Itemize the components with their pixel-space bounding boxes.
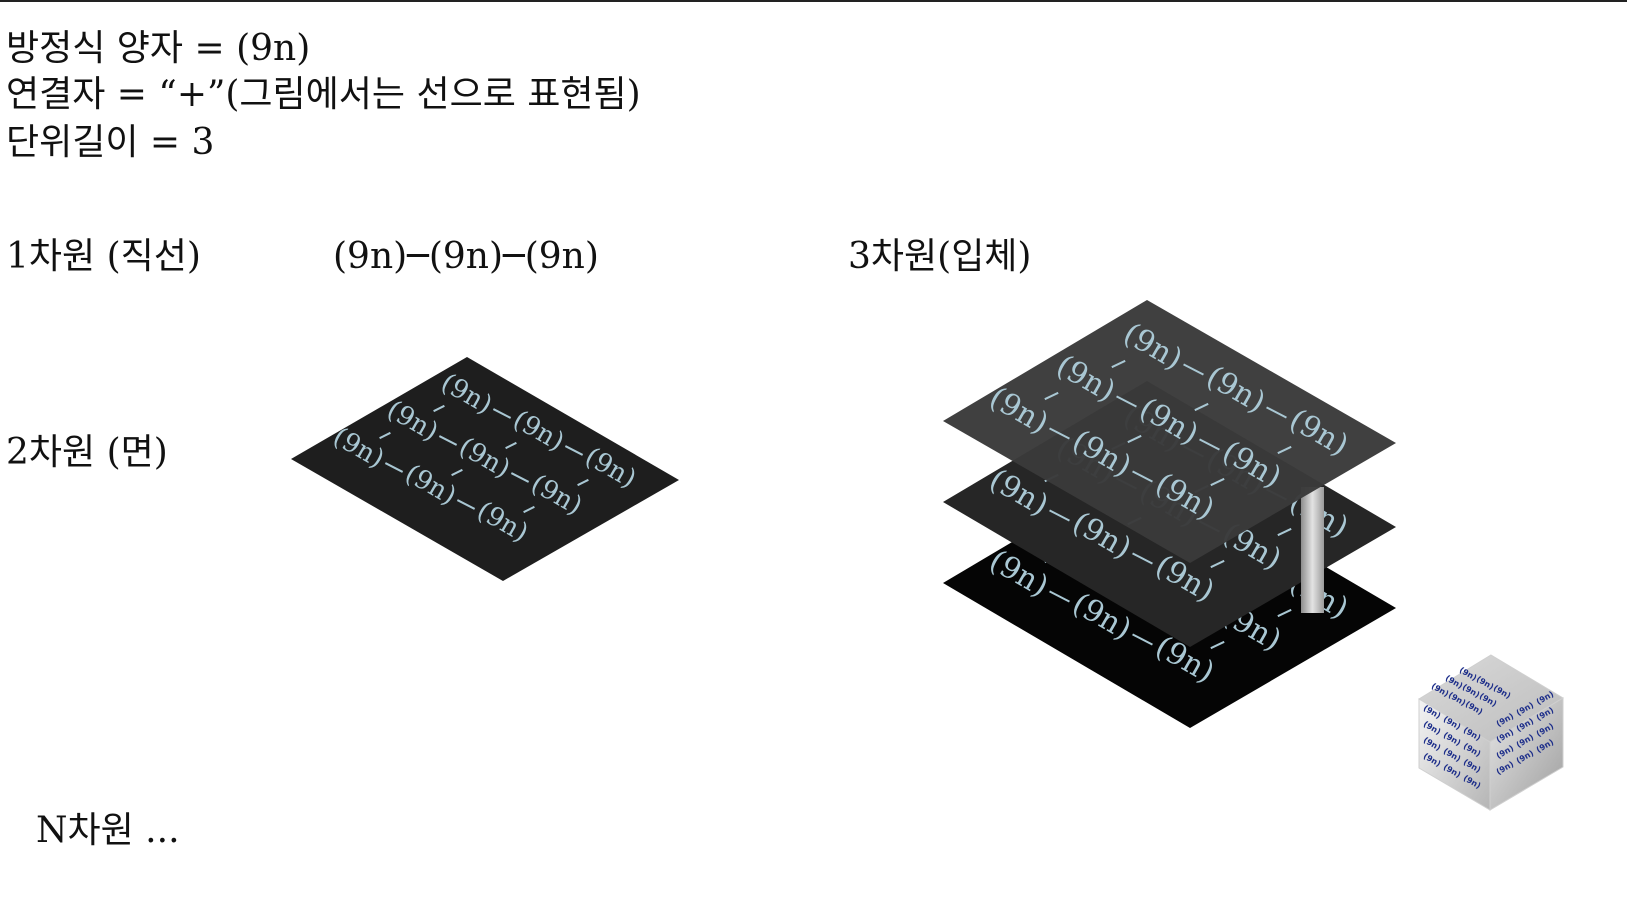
connector-line: [451, 468, 463, 477]
connector-line: [1049, 590, 1070, 603]
connector-line: [564, 445, 584, 456]
connector-line: [1132, 552, 1153, 565]
connector-line: [510, 472, 530, 483]
connector-line: [1266, 406, 1287, 419]
plane-2d: (9n)(9n)(9n)(9n)(9n)(9n)(9n)(9n)(9n): [291, 357, 679, 581]
connector-line: [505, 441, 517, 450]
connector-line: [577, 478, 589, 487]
definition-connector: 연결자 = “+”(그림에서는 선으로 표현됨): [6, 74, 641, 115]
definition-quantum: 방정식 양자 = (9n): [6, 28, 311, 69]
cube-icon: (9n)(9n)(9n)(9n)(9n)(9n)(9n)(9n)(9n)(9n)…: [1418, 654, 1564, 811]
connector-line: [1049, 509, 1070, 522]
connector-line: [433, 404, 445, 413]
connector-line: [1199, 438, 1220, 451]
dimension-1-label: 1차원 (직선): [6, 236, 201, 277]
connector-line: [1132, 470, 1153, 483]
connector-line: [1111, 359, 1126, 369]
connector-line: [1044, 391, 1059, 401]
connector-line: [379, 431, 391, 440]
connector-line: [523, 505, 535, 514]
connector-line: [1210, 559, 1225, 569]
connector-line: [1210, 640, 1225, 650]
connector-line: [1210, 477, 1225, 487]
plane-3d-top: (9n)(9n)(9n)(9n)(9n)(9n)(9n)(9n)(9n): [943, 300, 1396, 563]
connector-line: [1183, 363, 1204, 376]
top-rule: [0, 0, 1627, 2]
dimension-3-label: 3차원(입체): [848, 236, 1032, 277]
dimension-n-label: N차원 ...: [36, 810, 180, 851]
layer-connector-pillar: [1301, 487, 1324, 613]
connector-line: [1132, 633, 1153, 646]
connector-line: [1049, 427, 1070, 440]
connector-line: [1116, 395, 1137, 408]
connector-line: [438, 435, 458, 446]
connector-line: [456, 499, 476, 510]
connector-line: [1194, 402, 1209, 412]
connector-line: [1277, 608, 1292, 618]
connector-line: [492, 408, 512, 419]
dimension-1-expression: (9n)─(9n)─(9n): [333, 236, 599, 277]
connector-line: [1127, 434, 1142, 444]
connector-line: [384, 462, 404, 473]
definition-unit-length: 단위길이 = 3: [6, 122, 215, 163]
dimension-2-label: 2차원 (면): [6, 432, 168, 473]
connector-line: [1277, 445, 1292, 455]
connector-line: [1277, 527, 1292, 537]
